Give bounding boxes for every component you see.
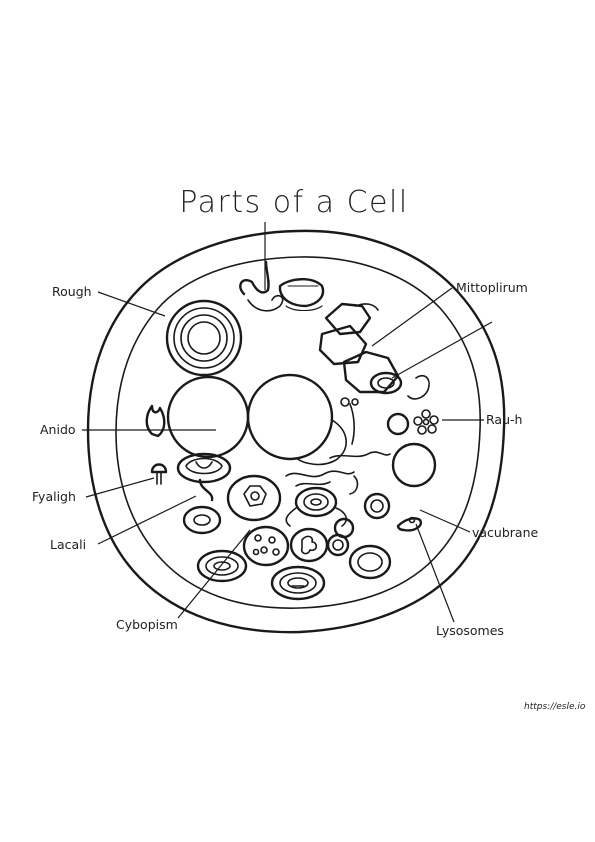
label-lacali: Lacali: [50, 537, 86, 552]
leader-lysosomes: [416, 524, 454, 622]
flower-organelle-rauh: [414, 410, 438, 434]
nucleus-left: [168, 377, 248, 457]
ring-organelle-rough: [167, 301, 241, 375]
lysosome-oval-right: [350, 546, 390, 578]
golgi-squiggle-top: [240, 262, 323, 311]
concentric-oval-bottom: [272, 567, 324, 599]
oval-spiral-mittoplirum: [371, 373, 429, 399]
watermark: https://esle.io: [524, 702, 586, 712]
stalk-knobs: [341, 398, 358, 444]
vesicle-flower-lower: [291, 529, 327, 561]
vacuole-right: [393, 444, 435, 486]
leader-lacali: [98, 496, 196, 544]
coiled-organelle-lacali: [178, 454, 230, 500]
leader-vacubrane: [420, 510, 470, 532]
label-mittoplirum: Mittoplirum: [456, 280, 528, 295]
small-vesicle-right: [388, 414, 408, 434]
concentric-oval-cybopism: [198, 551, 246, 581]
leader-mittoplirum-1: [372, 288, 452, 346]
label-lysosomes: Lysosomes: [436, 623, 504, 638]
label-fyaligh: Fyaligh: [32, 489, 76, 504]
vesicle-flower-center: [228, 476, 280, 520]
label-cybopism: Cybopism: [116, 617, 178, 632]
label-rough: Rough: [52, 284, 92, 299]
spiral-structure-center: [286, 488, 346, 526]
leader-cybopism: [178, 530, 250, 618]
ring-small-right: [365, 494, 389, 518]
leader-fyaligh: [86, 478, 154, 497]
oval-vesicle-left: [184, 507, 220, 533]
leader-mittoplirum-2: [392, 322, 492, 378]
nucleus-right: [248, 375, 332, 459]
flame-organelle: [147, 406, 165, 436]
double-vesicle: [328, 519, 353, 555]
label-anido: Anido: [40, 422, 76, 437]
vesicle-dotted: [244, 527, 288, 565]
label-vacubrane: vacubrane: [472, 525, 539, 540]
label-rauh: Rau-h: [486, 412, 522, 427]
diagram-title: Parts of a Cell: [179, 185, 408, 220]
mushroom-organelle: [152, 465, 166, 485]
